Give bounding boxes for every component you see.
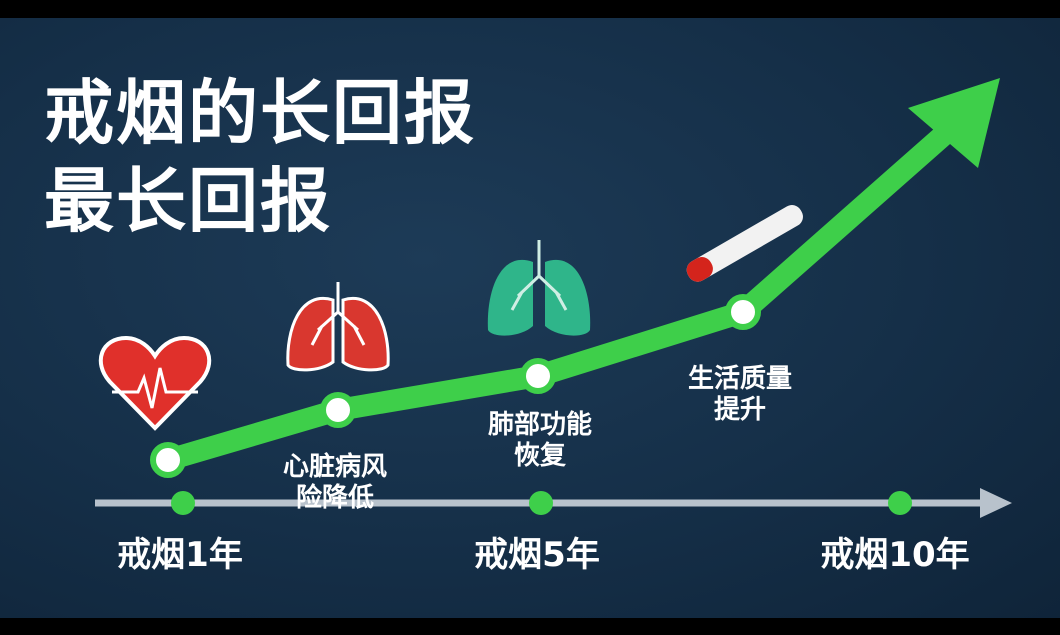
growth-point bbox=[520, 358, 556, 394]
milestone-line: 险降低 bbox=[295, 483, 375, 514]
year-label-5: 戒烟5年 bbox=[474, 535, 600, 575]
growth-point bbox=[725, 294, 761, 330]
axis-dot-year-5 bbox=[529, 491, 553, 515]
milestone-heart-risk: 心脏病风 险降低 bbox=[283, 452, 387, 514]
growth-points bbox=[150, 294, 761, 478]
growth-arrowhead bbox=[908, 78, 1000, 168]
year-label-10: 戒烟10年 bbox=[820, 535, 970, 575]
growth-point bbox=[320, 392, 356, 428]
growth-point bbox=[150, 442, 186, 478]
title-line-2: 最长回报 bbox=[44, 160, 332, 242]
axis-dot-year-10 bbox=[888, 491, 912, 515]
milestone-quality-of-life: 生活质量 提升 bbox=[688, 364, 792, 426]
milestone-line: 生活质量 bbox=[687, 364, 793, 394]
heart-pulse-icon bbox=[98, 335, 212, 431]
cigarette-icon bbox=[686, 205, 803, 282]
red-lungs-icon bbox=[286, 282, 390, 372]
milestone-lung-function: 肺部功能 恢复 bbox=[488, 410, 592, 472]
healthy-lungs-icon bbox=[487, 240, 591, 336]
axis-arrowhead bbox=[980, 488, 1012, 518]
milestone-line: 心脏病风 bbox=[282, 452, 388, 482]
title-line-1: 戒烟的长回报 bbox=[44, 72, 476, 154]
year-label-1: 戒烟1年 bbox=[117, 535, 243, 575]
milestone-line: 恢复 bbox=[513, 441, 567, 472]
milestone-line: 提升 bbox=[713, 395, 767, 426]
milestone-line: 肺部功能 bbox=[487, 410, 593, 440]
axis-dot-year-1 bbox=[171, 491, 195, 515]
